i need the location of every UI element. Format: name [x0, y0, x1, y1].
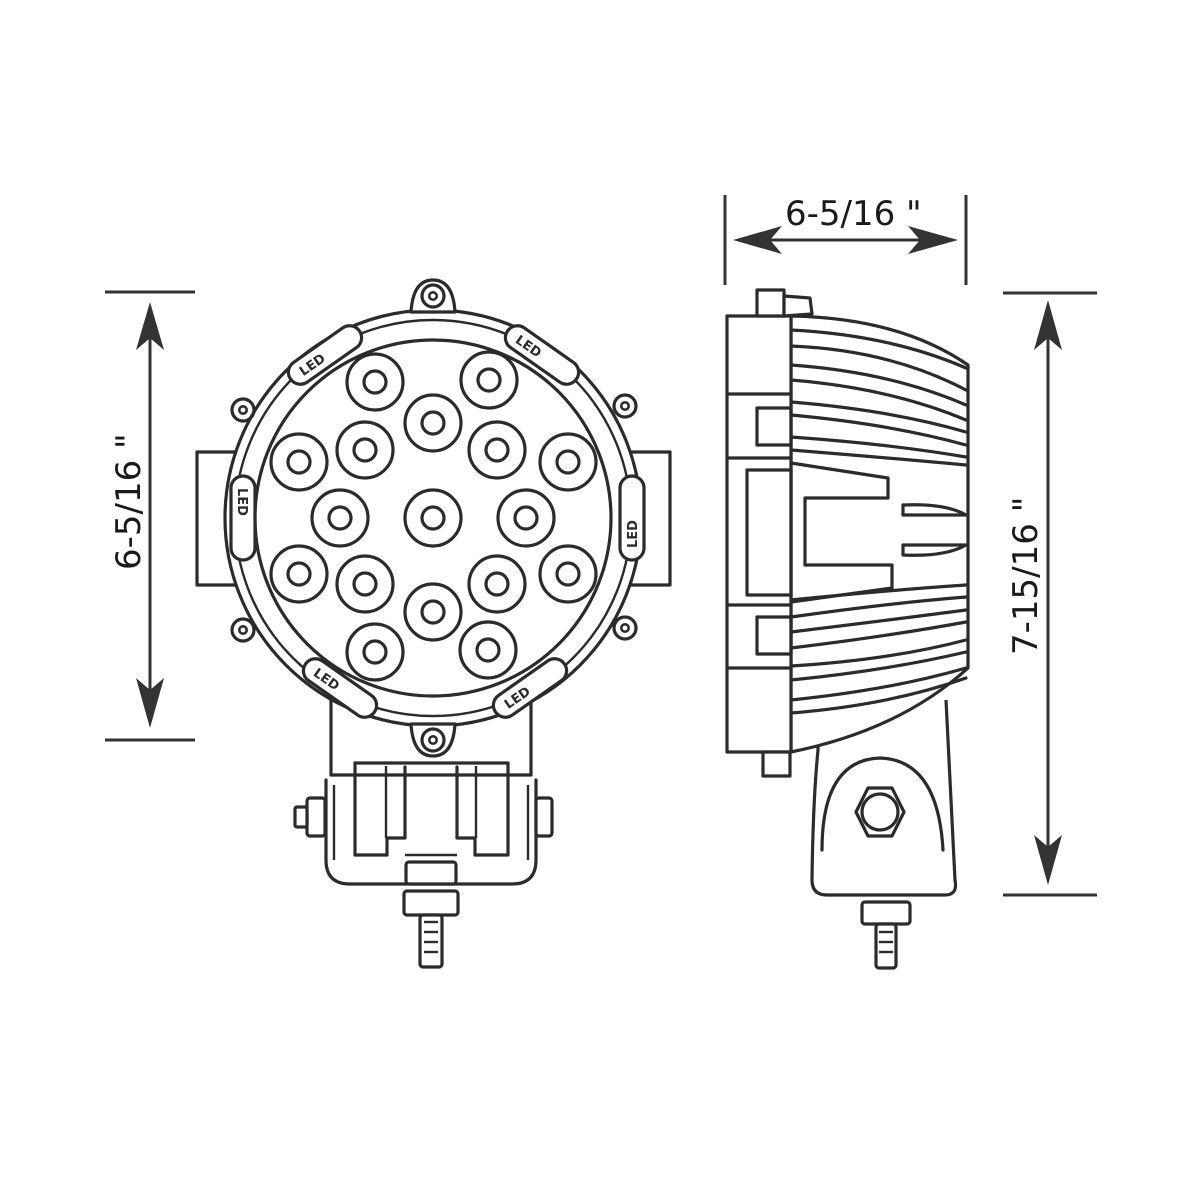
lens — [253, 338, 613, 698]
led-bezel-markings: LED LED LED LED LED LED — [229, 324, 646, 719]
front-height-dimension: 6-5/16 " — [105, 290, 195, 742]
svg-text:LED: LED — [234, 488, 249, 516]
arrow-up-icon — [136, 302, 164, 350]
side-view — [725, 288, 970, 970]
mounting-screws — [230, 278, 638, 758]
arrow-up-icon — [1034, 300, 1062, 350]
side-height-label: 7-15/16 " — [1006, 497, 1046, 655]
front-height-label: 6-5/16 " — [109, 433, 149, 570]
front-bezel-plate — [725, 314, 793, 754]
side-mount-bracket — [810, 699, 958, 970]
svg-text:LED: LED — [626, 520, 641, 548]
front-view: LED LED LED LED LED LED — [195, 278, 672, 969]
side-height-dimension: 7-15/16 " — [1003, 291, 1097, 897]
arrow-down-icon — [136, 678, 164, 728]
arrow-left-icon — [733, 226, 782, 254]
arrow-down-icon — [1034, 835, 1062, 885]
side-depth-dimension: 6-5/16 " — [723, 194, 968, 285]
side-depth-label: 6-5/16 " — [785, 194, 922, 234]
arrow-right-icon — [908, 226, 958, 254]
side-stud-bolt — [874, 922, 898, 970]
heatsink-fins — [789, 328, 968, 715]
